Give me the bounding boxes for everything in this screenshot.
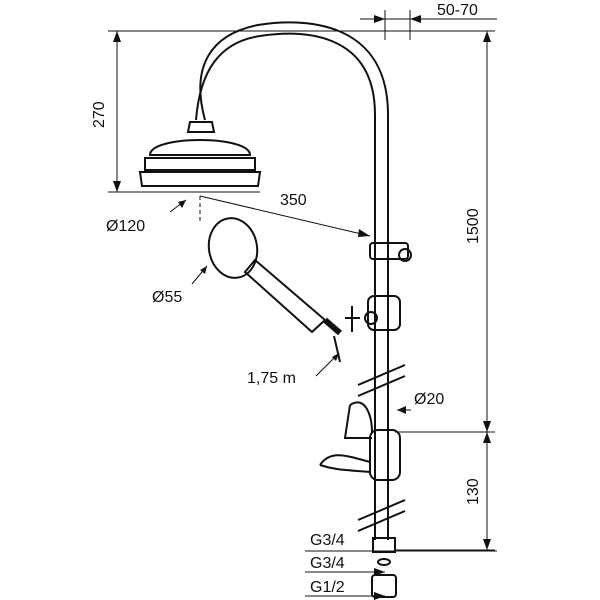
dim-arm-reach: 350 bbox=[280, 192, 307, 209]
dim-handshower-diameter: Ø55 bbox=[152, 289, 182, 306]
dim-column-diameter: Ø20 bbox=[414, 391, 444, 408]
dim-column-height: 1500 bbox=[465, 208, 482, 244]
dim-head-diameter: Ø120 bbox=[106, 218, 145, 235]
dim-column-offset: 50-70 bbox=[437, 2, 478, 19]
dim-connection-3: G1/2 bbox=[310, 579, 345, 596]
dim-valve-height: 130 bbox=[465, 478, 482, 505]
dim-hose-length: 1,75 m bbox=[247, 370, 296, 387]
shower-assembly bbox=[138, 21, 412, 598]
arrowheads bbox=[113, 15, 491, 600]
dim-connection-1: G3/4 bbox=[310, 532, 345, 549]
dim-connection-2: G3/4 bbox=[310, 555, 345, 572]
dim-head-height: 270 bbox=[91, 101, 108, 128]
